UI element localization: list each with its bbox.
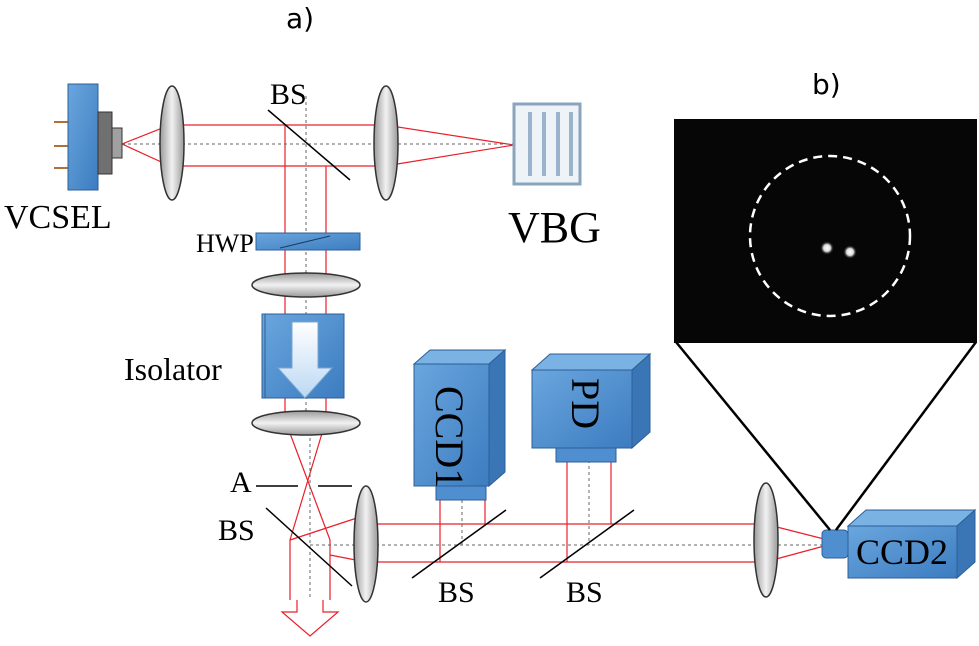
bs-mid-label: BS [438, 576, 475, 609]
lens-lower-horizontal [251, 410, 361, 436]
vcsel-device [54, 83, 123, 191]
photodiode [530, 352, 652, 463]
lens-collimator [159, 85, 185, 201]
ccd1-camera [412, 348, 507, 501]
beam-splitter-top [267, 109, 351, 181]
vcsel-label: VCSEL [4, 199, 112, 236]
aperture-label: A [230, 466, 252, 499]
panel-b-label: b) [812, 68, 841, 101]
lens-ccd2 [753, 482, 779, 598]
beam-splitter-right [539, 509, 635, 579]
spot-boundary-circle [748, 154, 912, 318]
zoom-lines [675, 341, 978, 531]
vbg-label: VBG [508, 203, 601, 252]
beam-splitter-mid [411, 509, 507, 579]
half-wave-plate [255, 232, 361, 251]
pd-label: PD [563, 378, 608, 429]
ccd2-camera [821, 508, 977, 580]
bs-top-label: BS [270, 78, 307, 111]
lens-vbg [373, 85, 399, 201]
vbg-grating [512, 102, 582, 186]
spot-one [820, 241, 834, 255]
panel-a-label: a) [286, 2, 314, 35]
isolator-label: Isolator [124, 351, 222, 387]
bs-right-label: BS [566, 576, 603, 609]
spot-two [843, 245, 857, 259]
ccd1-label: CCD1 [427, 386, 472, 488]
beam-splitter-left [265, 507, 353, 587]
lens-upper-horizontal [251, 272, 361, 298]
bs-left-label: BS [218, 514, 255, 547]
ccd-image-panel [674, 119, 977, 343]
lens-relay [353, 485, 379, 603]
isolator-block [261, 313, 345, 399]
ccd2-label: CCD2 [856, 532, 948, 572]
hwp-label: HWP [196, 229, 254, 258]
